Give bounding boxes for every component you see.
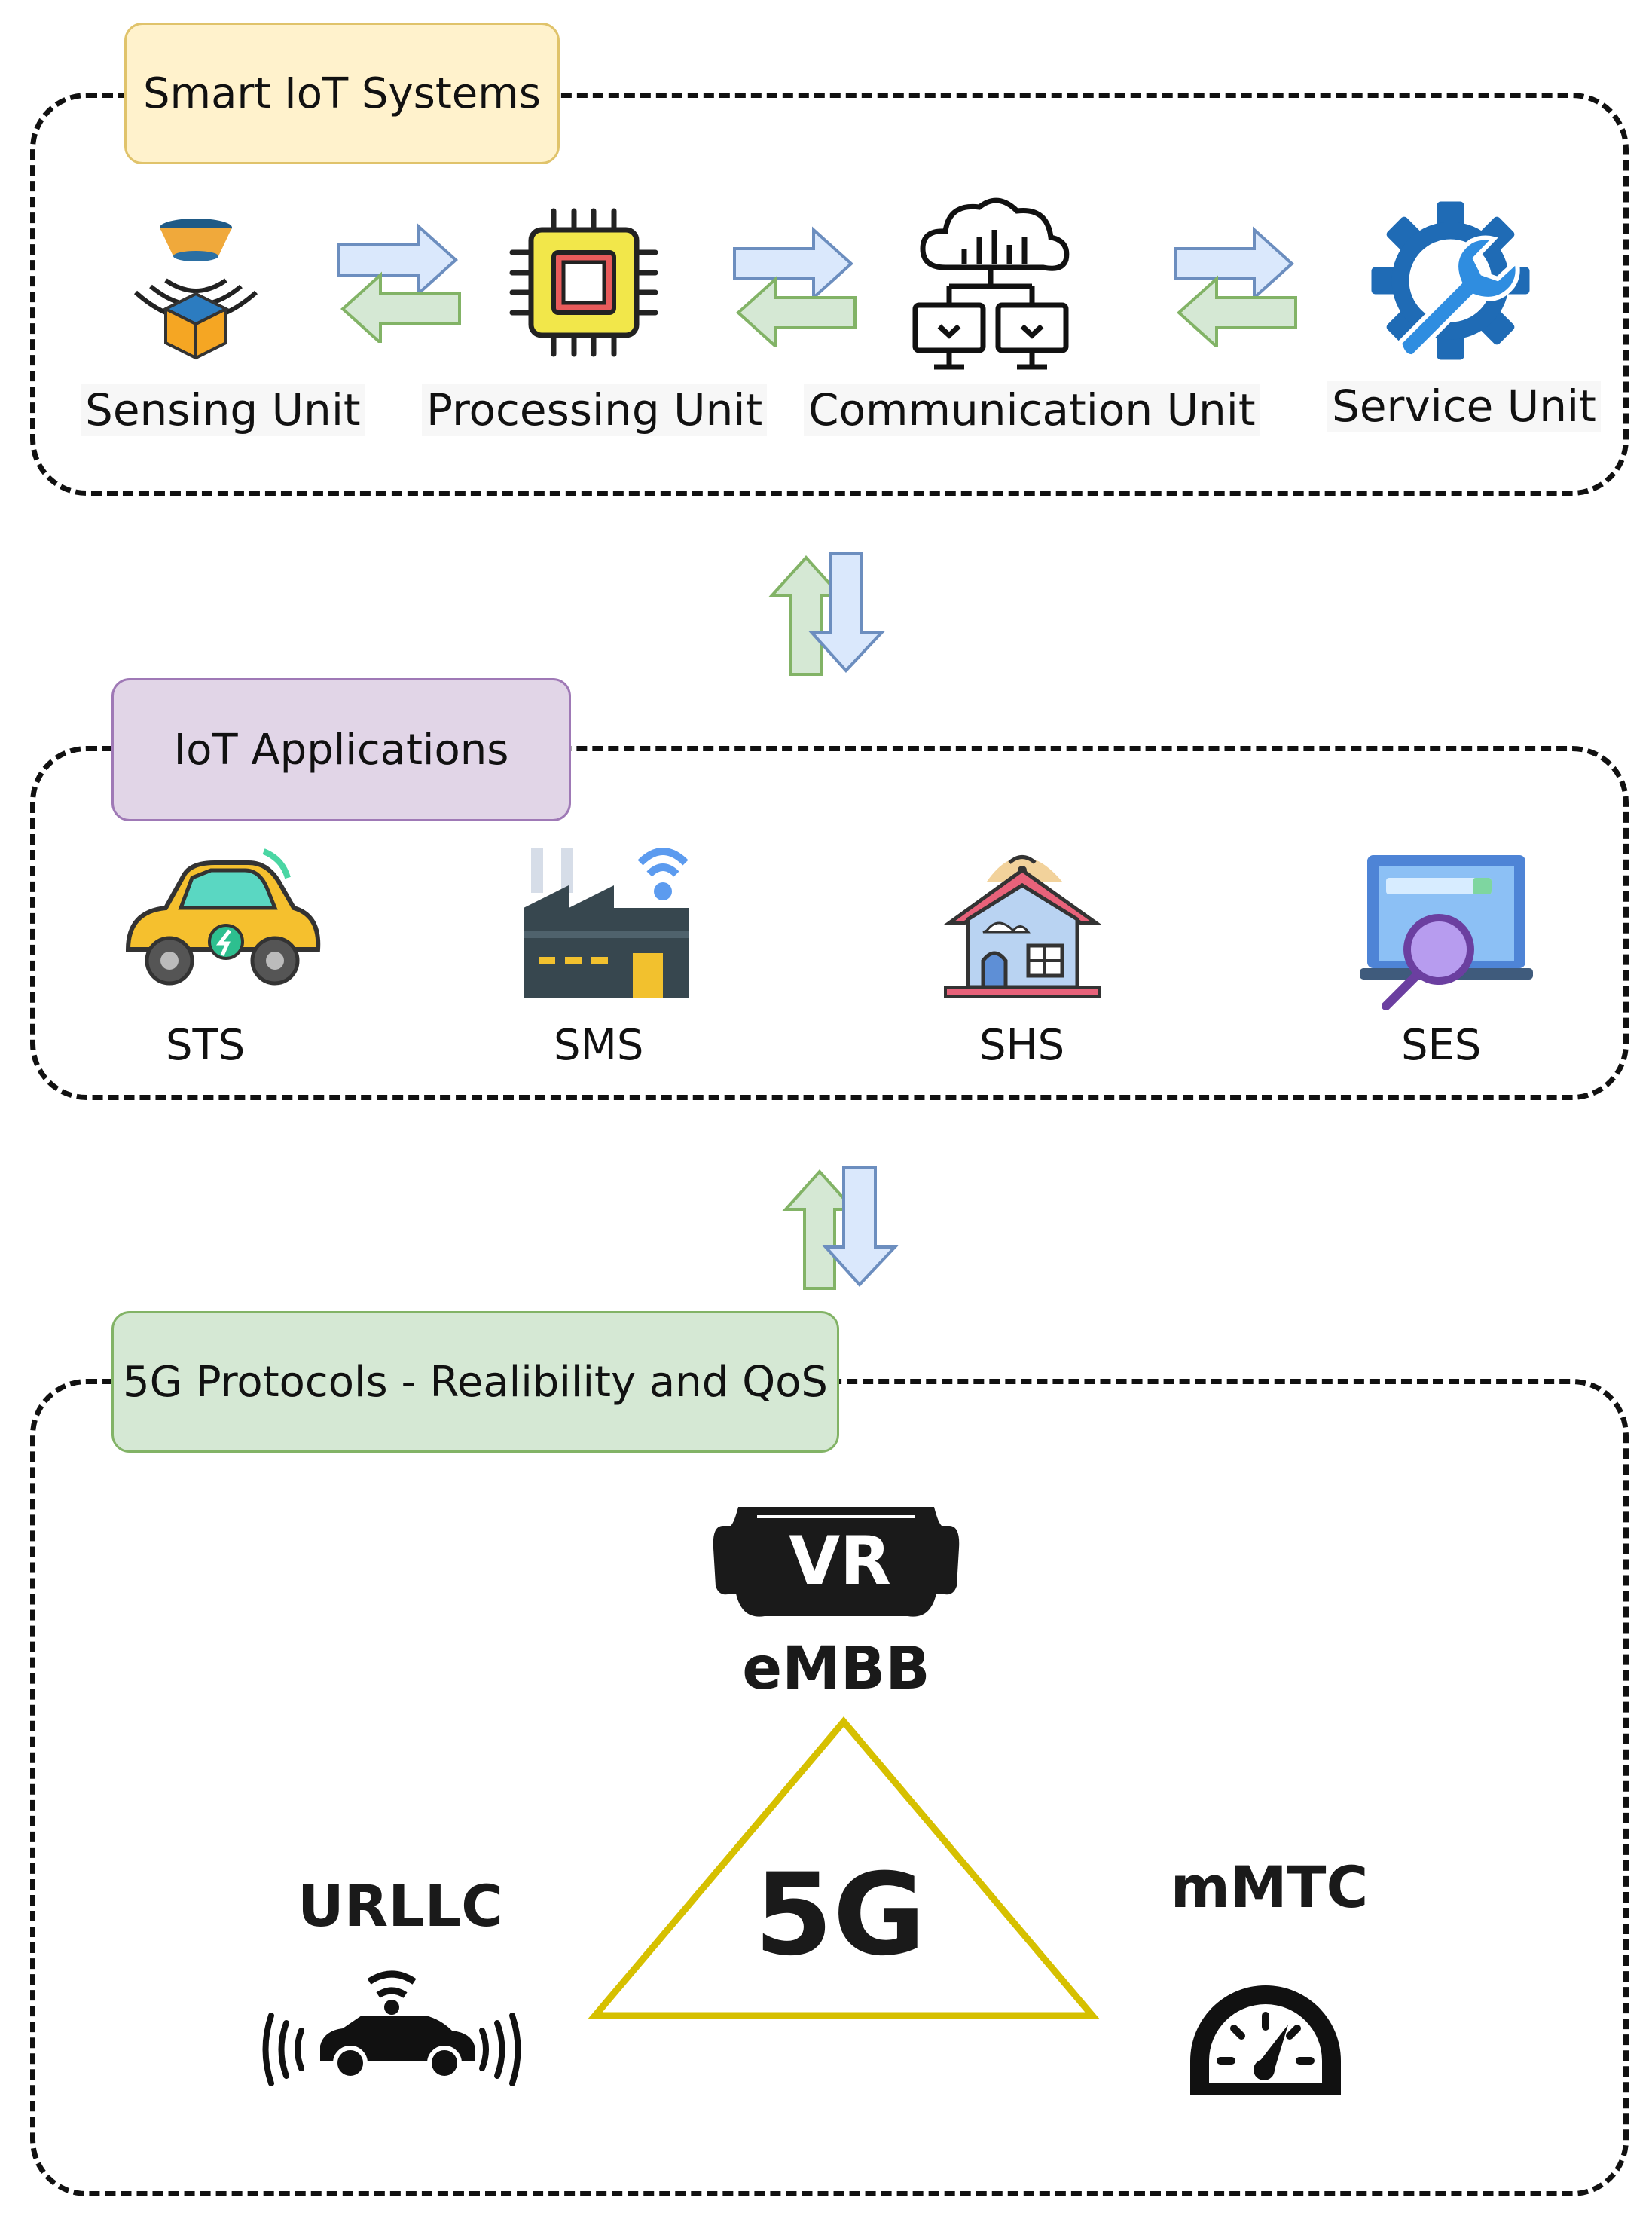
cpu-chip-icon	[505, 203, 663, 362]
communication-unit-label: Communication Unit	[804, 384, 1260, 436]
vertical-bidirectional-arrow-icon	[782, 1164, 902, 1292]
shs-label: SHS	[979, 1021, 1065, 1070]
5g-triangle	[580, 1707, 1107, 2031]
vr-badge: VR	[789, 1522, 891, 1600]
vr-headset-icon	[712, 1503, 960, 1624]
sensor-icon	[121, 211, 271, 362]
cloud-network-icon	[900, 192, 1081, 373]
iot-applications-title: IoT Applications	[111, 678, 571, 821]
smart-factory-icon	[520, 833, 701, 1002]
service-unit-label: Service Unit	[1327, 381, 1601, 432]
sts-label: STS	[166, 1021, 246, 1070]
autonomous-car-icon	[256, 1959, 527, 2095]
5g-protocols-title-text: 5G Protocols - Realibility and QoS	[123, 1357, 828, 1407]
bidirectional-arrow-icon	[731, 226, 859, 347]
gear-wrench-icon	[1370, 200, 1531, 362]
speedometer-icon	[1175, 1955, 1356, 2098]
smart-home-icon	[942, 840, 1104, 1002]
5g-protocols-title: 5G Protocols - Realibility and QoS	[111, 1311, 839, 1453]
embb-label: eMBB	[742, 1635, 930, 1703]
5g-center-label: 5G	[754, 1850, 926, 1981]
bidirectional-arrow-icon	[1171, 226, 1299, 347]
mmtc-label: mMTC	[1170, 1854, 1369, 1921]
smart-iot-systems-title-text: Smart IoT Systems	[143, 69, 541, 118]
electric-car-icon	[121, 836, 324, 995]
smart-iot-systems-panel	[30, 93, 1629, 496]
sensing-unit-label: Sensing Unit	[81, 384, 365, 436]
bidirectional-arrow-icon	[335, 222, 463, 343]
ses-label: SES	[1401, 1021, 1482, 1070]
processing-unit-label: Processing Unit	[422, 384, 768, 436]
laptop-search-icon	[1360, 851, 1533, 1010]
urllc-label: URLLC	[298, 1872, 503, 1939]
smart-iot-systems-title: Smart IoT Systems	[124, 23, 560, 164]
iot-applications-panel	[30, 746, 1629, 1100]
sms-label: SMS	[554, 1021, 644, 1070]
vertical-bidirectional-arrow-icon	[768, 550, 889, 678]
iot-applications-title-text: IoT Applications	[173, 725, 509, 775]
